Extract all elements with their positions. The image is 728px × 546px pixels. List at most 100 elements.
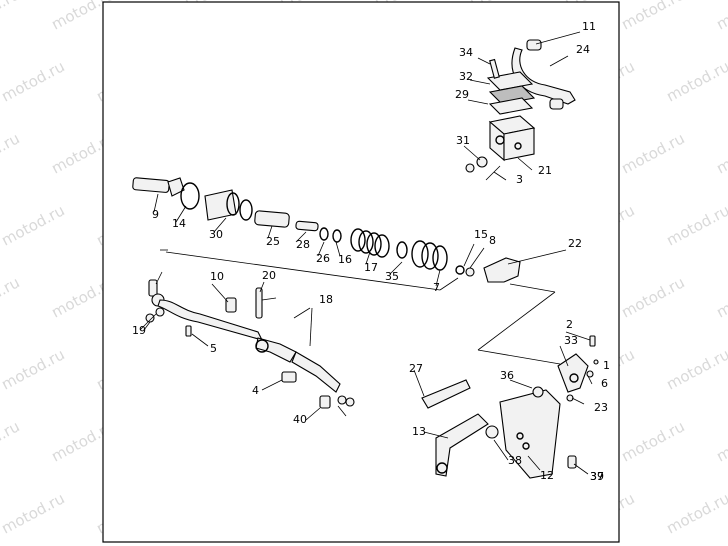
callout-label-19: 19 (132, 324, 146, 337)
callout-label-39: 39 (590, 470, 604, 483)
callout-label-27: 27 (409, 362, 423, 375)
piston-27a (254, 210, 290, 228)
brake-line-assembly (145, 279, 355, 409)
leader-line (335, 241, 341, 257)
bracket-12 (499, 389, 561, 479)
leader-line (467, 99, 489, 105)
callout-label-23: 23 (594, 401, 608, 414)
reservoir-port (495, 135, 505, 145)
spring-17b (358, 230, 374, 254)
nut-8 (465, 267, 475, 277)
leader-line (477, 57, 491, 65)
leader-line (469, 79, 491, 85)
callout-labels: 1235678910111213141516171819202122232425… (132, 20, 610, 483)
leader-line (153, 193, 159, 213)
callout-label-28: 28 (296, 238, 310, 251)
callout-label-33: 33 (564, 334, 578, 347)
leader-line (573, 463, 589, 475)
adapter-40 (281, 371, 297, 383)
leader-line (413, 369, 425, 397)
leader-line (267, 225, 273, 239)
link-right (439, 277, 459, 291)
retainer-14 (180, 182, 200, 210)
callout-label-35: 35 (385, 270, 399, 283)
washer-20b (145, 313, 155, 323)
callout-label-22: 22 (568, 237, 582, 250)
callout-label-34: 34 (459, 46, 473, 59)
bracket-hole-b (522, 442, 530, 450)
nut-9 (167, 177, 185, 197)
link-to-bracket (477, 349, 561, 365)
watermark-text: motod.ru (663, 345, 728, 393)
callout-label-4: 4 (252, 384, 259, 397)
callout-label-26: 26 (316, 252, 330, 265)
callout-label-25: 25 (266, 235, 280, 248)
callout-label-10: 10 (210, 270, 224, 283)
leader-line (191, 333, 209, 347)
watermark-text: motod.ru (0, 201, 68, 249)
callout-label-5: 5 (210, 342, 217, 355)
spring-25 (566, 394, 574, 402)
callout-label-2: 2 (566, 318, 573, 331)
leader-line (571, 397, 585, 405)
watermark-text: motod.ru (713, 0, 728, 34)
watermark-text: motod.ru (618, 129, 687, 177)
leader-line (463, 243, 475, 267)
clip-10 (225, 297, 237, 313)
washer-20d (345, 397, 355, 407)
callout-label-38: 38 (508, 454, 522, 467)
leader-line (211, 283, 229, 303)
clamp-bottom (549, 98, 564, 110)
axis-lower (165, 251, 441, 291)
callout-label-17: 17 (364, 261, 378, 274)
leader-line (469, 247, 485, 269)
callout-label-36: 36 (500, 369, 514, 382)
link-down (477, 291, 556, 351)
bushing-37a (532, 386, 544, 398)
seal-31b (239, 199, 253, 221)
brake-pedal-assembly (421, 335, 599, 479)
leader-line (517, 157, 533, 171)
callout-label-16: 16 (338, 253, 352, 266)
seal-16 (332, 229, 342, 243)
leader-line (535, 31, 581, 45)
callout-label-13: 13 (412, 425, 426, 438)
seal-31a (226, 192, 240, 216)
leader-line (309, 307, 313, 347)
leader-line (213, 217, 227, 233)
callout-label-21: 21 (538, 164, 552, 177)
pin-2 (589, 335, 596, 347)
bolt-38 (567, 455, 577, 469)
leader-line (493, 171, 507, 181)
arm-pivot (569, 373, 579, 383)
watermark-text: motod.ru (0, 0, 23, 34)
pedal-pivot (436, 462, 448, 474)
leader-line (423, 431, 449, 439)
callout-label-9: 9 (152, 208, 159, 221)
link-to-lever (509, 283, 556, 293)
leader-line (261, 379, 283, 391)
bolt-22 (255, 287, 263, 319)
leader-lines (139, 31, 593, 475)
watermark-text: motod.ru (663, 201, 728, 249)
leader-line (143, 321, 151, 331)
callout-label-11: 11 (582, 20, 596, 33)
watermark-text: motod.ru (0, 129, 23, 177)
hose-lower (291, 351, 341, 393)
watermark-text: motod.ru (663, 489, 728, 537)
watermark-text: motod.ru (0, 345, 68, 393)
bolt-3-shaft (485, 165, 501, 181)
callout-label-31: 31 (456, 134, 470, 147)
callout-label-37: 37 (590, 470, 604, 483)
watermark-text: motod.ru (618, 273, 687, 321)
callout-label-30: 30 (209, 228, 223, 241)
leader-line (587, 375, 593, 385)
cylinder-bore-31 (204, 189, 237, 221)
leader-line (261, 297, 277, 301)
watermark-text: motod.ru (0, 57, 68, 105)
callout-label-18: 18 (319, 293, 333, 306)
leader-line (139, 313, 157, 331)
leader-line (493, 439, 509, 461)
leader-line (507, 249, 567, 265)
fitting-24 (483, 257, 521, 283)
